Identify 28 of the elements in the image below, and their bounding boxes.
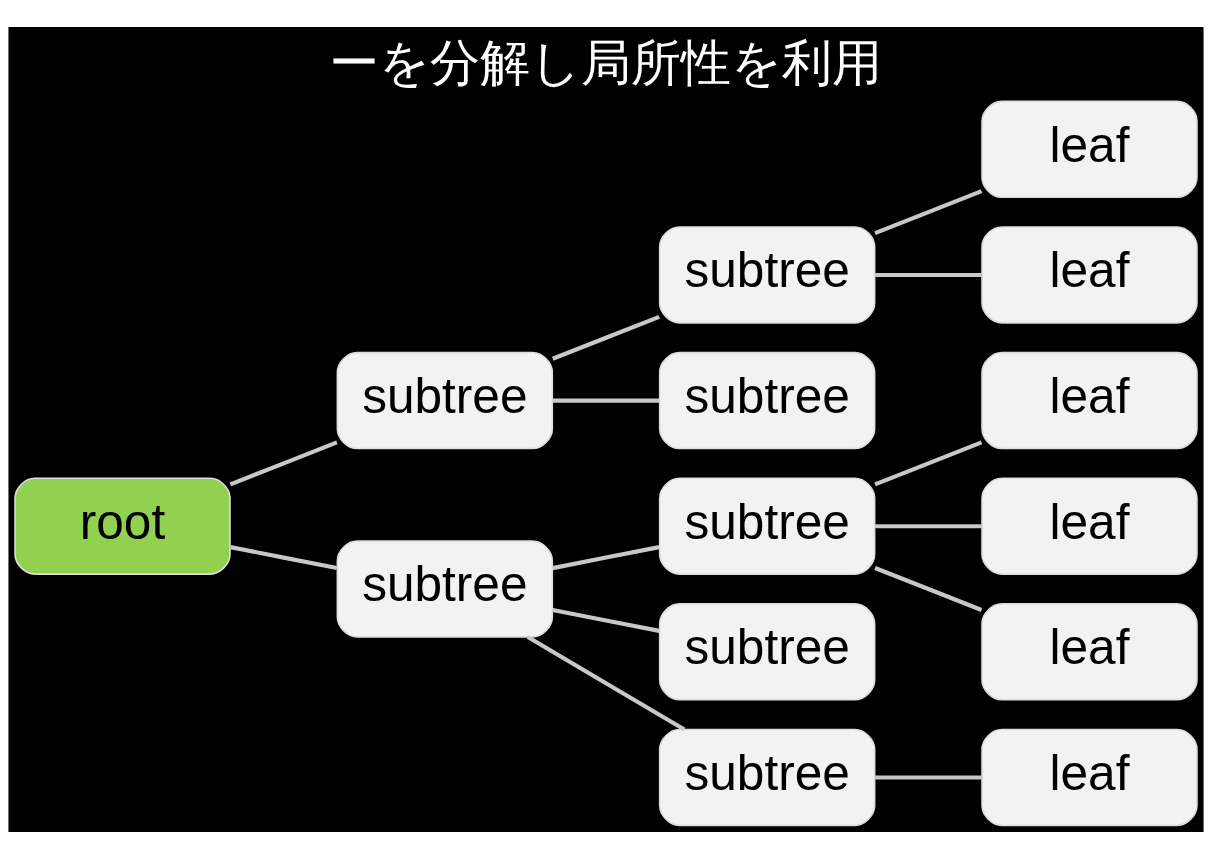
connector — [552, 398, 660, 403]
node-box: leaf — [981, 603, 1198, 701]
connector — [230, 545, 338, 571]
connector — [551, 314, 660, 361]
node-box: subtree — [658, 226, 876, 324]
node-box: leaf — [981, 100, 1198, 199]
connector — [874, 440, 983, 487]
connector — [552, 545, 660, 571]
node-box: subtree — [658, 477, 876, 575]
node-box: subtree — [336, 540, 554, 638]
diagram-title: ーを分解し局所性を利用 — [329, 33, 883, 92]
connector — [874, 189, 983, 236]
node-box: subtree — [658, 351, 876, 450]
connector — [229, 440, 338, 487]
node-box: leaf — [981, 728, 1198, 827]
node-box: subtree — [658, 728, 876, 827]
connector — [874, 566, 983, 612]
connector — [875, 272, 982, 277]
node-box: leaf — [981, 351, 1198, 450]
node-box: leaf — [981, 226, 1198, 324]
node-box: leaf — [981, 477, 1198, 575]
node-box: root — [14, 477, 231, 575]
connector — [875, 524, 982, 529]
node-box: subtree — [658, 603, 876, 701]
node-box: subtree — [336, 351, 554, 450]
connector — [552, 607, 660, 633]
connector — [875, 775, 982, 780]
connector — [526, 635, 686, 732]
